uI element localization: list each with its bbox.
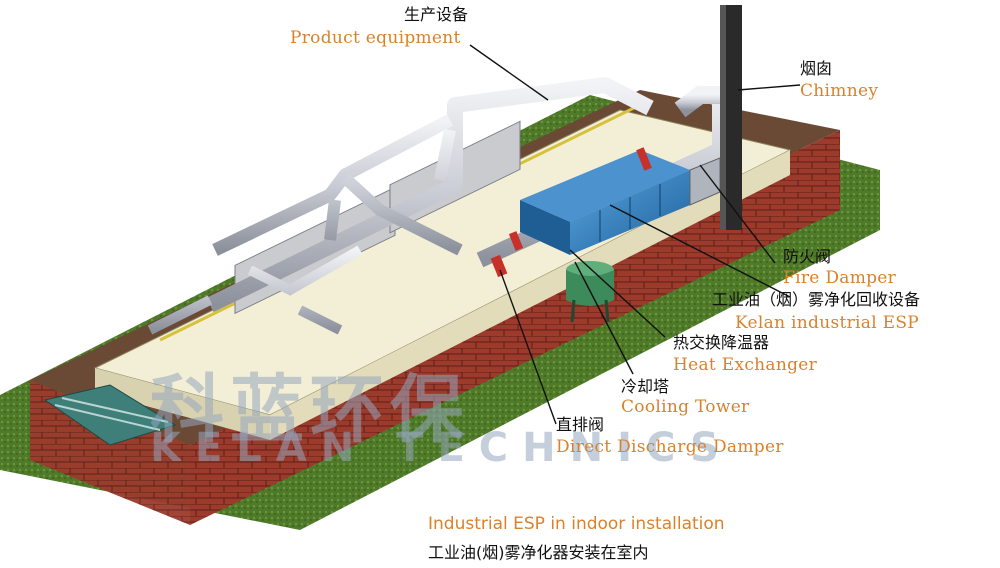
label-heat-exchanger-cn: 热交换降温器: [673, 333, 770, 352]
label-direct-discharge-en: Direct Discharge Damper: [556, 437, 784, 457]
label-heat-exchanger-en: Heat Exchanger: [673, 355, 818, 375]
branch-duct: [147, 245, 363, 335]
branch-duct: [212, 114, 454, 256]
leader-lines: [469, 44, 801, 425]
label-chimney-en: Chimney: [800, 81, 879, 101]
label-fire-damper-cn: 防火阀: [783, 247, 832, 266]
branch-duct: [324, 128, 463, 256]
watermark-cn: 科蓝环保: [150, 367, 470, 453]
conveyor: [43, 384, 177, 446]
label-cooling-tower-cn: 冷却塔: [621, 377, 670, 396]
label-product-equipment-en: Product equipment: [290, 28, 461, 48]
label-chimney-cn: 烟囱: [800, 59, 833, 78]
platform-front: [270, 150, 790, 440]
label-product-equipment-cn: 生产设备: [404, 5, 469, 24]
label-cooling-tower-en: Cooling Tower: [621, 397, 750, 417]
direct-discharge-damper: [490, 254, 508, 278]
platform-side: [95, 368, 270, 440]
label-fire-damper-en: Fire Damper: [783, 268, 897, 288]
fire-damper: [636, 147, 652, 171]
main-duct: [206, 77, 654, 313]
watermark-en: KELAN TECHNICS: [150, 425, 733, 471]
label-esp-en: Kelan industrial ESP: [735, 313, 920, 333]
caption-cn: 工业油(烟)雾净化器安装在室内: [428, 543, 649, 562]
label-esp-cn: 工业油（烟）雾净化回收设备: [712, 290, 921, 309]
chimney-duct: [674, 86, 728, 118]
label-direct-discharge-cn: 直排阀: [556, 415, 605, 434]
caption-en: Industrial ESP in indoor installation: [428, 514, 725, 534]
